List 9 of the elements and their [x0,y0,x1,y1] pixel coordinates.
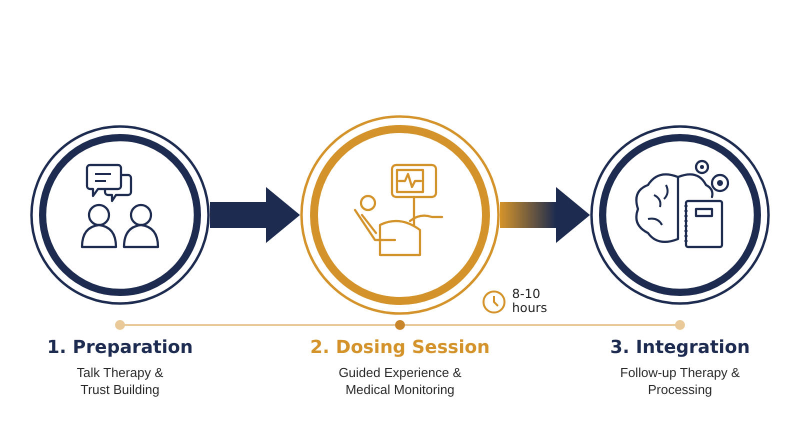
step-description: Follow-up Therapy & Processing [619,364,741,398]
arrow [210,187,300,243]
arrow [500,187,590,243]
step-title: 2. Dosing Session [309,337,491,358]
step-description: Talk Therapy & Trust Building [76,364,164,398]
duration-label: 8-10 hours [512,287,548,315]
step-title: 3. Integration [609,337,751,358]
step-description: Guided Experience & Medical Monitoring [338,364,462,398]
step-title: 1. Preparation [46,337,194,358]
